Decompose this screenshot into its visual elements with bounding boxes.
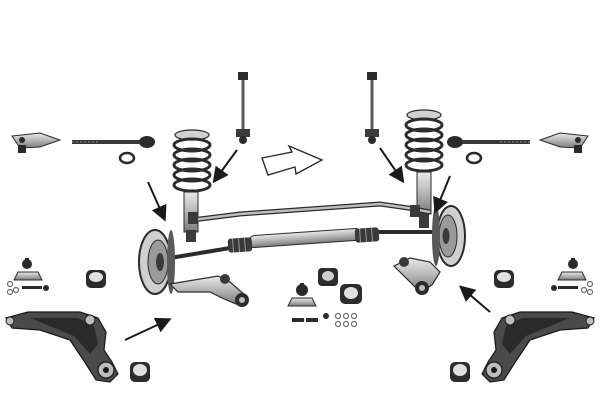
left-brake-disc xyxy=(138,229,175,295)
steering-rack xyxy=(169,227,435,260)
center-control-arm-bushings xyxy=(318,268,362,304)
right-lower-bushing xyxy=(450,362,470,382)
left-ball-joint-kit xyxy=(6,258,49,296)
right-inner-tie-rod xyxy=(447,136,530,165)
stabilizer-bar xyxy=(188,201,431,224)
arrow-to-left-control-arm xyxy=(124,317,172,341)
left-mounted-control-arm xyxy=(168,274,249,307)
left-stabilizer-link xyxy=(236,72,250,144)
left-control-arm-bushing xyxy=(86,270,106,288)
front-direction-arrow-icon xyxy=(261,144,324,176)
arrow-to-right-strut xyxy=(379,147,405,184)
pointer-arrows xyxy=(124,147,491,341)
left-tie-rod-end xyxy=(11,132,62,153)
left-rack-boot xyxy=(227,237,253,253)
arrow-to-left-strut xyxy=(212,149,238,184)
right-mounted-control-arm xyxy=(392,257,441,295)
right-control-arm-bushing xyxy=(494,270,514,288)
left-coil-spring xyxy=(172,129,212,193)
right-tie-rod-end xyxy=(538,132,589,153)
arrow-to-left-spring xyxy=(147,181,167,222)
right-lower-control-arm xyxy=(481,311,595,383)
right-coil-spring xyxy=(404,109,444,173)
right-stabilizer-link xyxy=(365,72,379,144)
left-lower-control-arm xyxy=(5,311,119,383)
right-shock-absorber xyxy=(416,171,432,228)
right-brake-disc xyxy=(432,205,466,267)
right-rack-boot xyxy=(354,227,380,243)
left-inner-tie-rod xyxy=(72,136,155,165)
right-ball-joint-kit xyxy=(551,258,594,296)
center-ball-joint-kit xyxy=(287,283,358,328)
arrow-to-right-spring xyxy=(433,175,451,214)
arrow-to-right-control-arm xyxy=(458,285,491,313)
left-lower-bushing xyxy=(130,362,150,382)
